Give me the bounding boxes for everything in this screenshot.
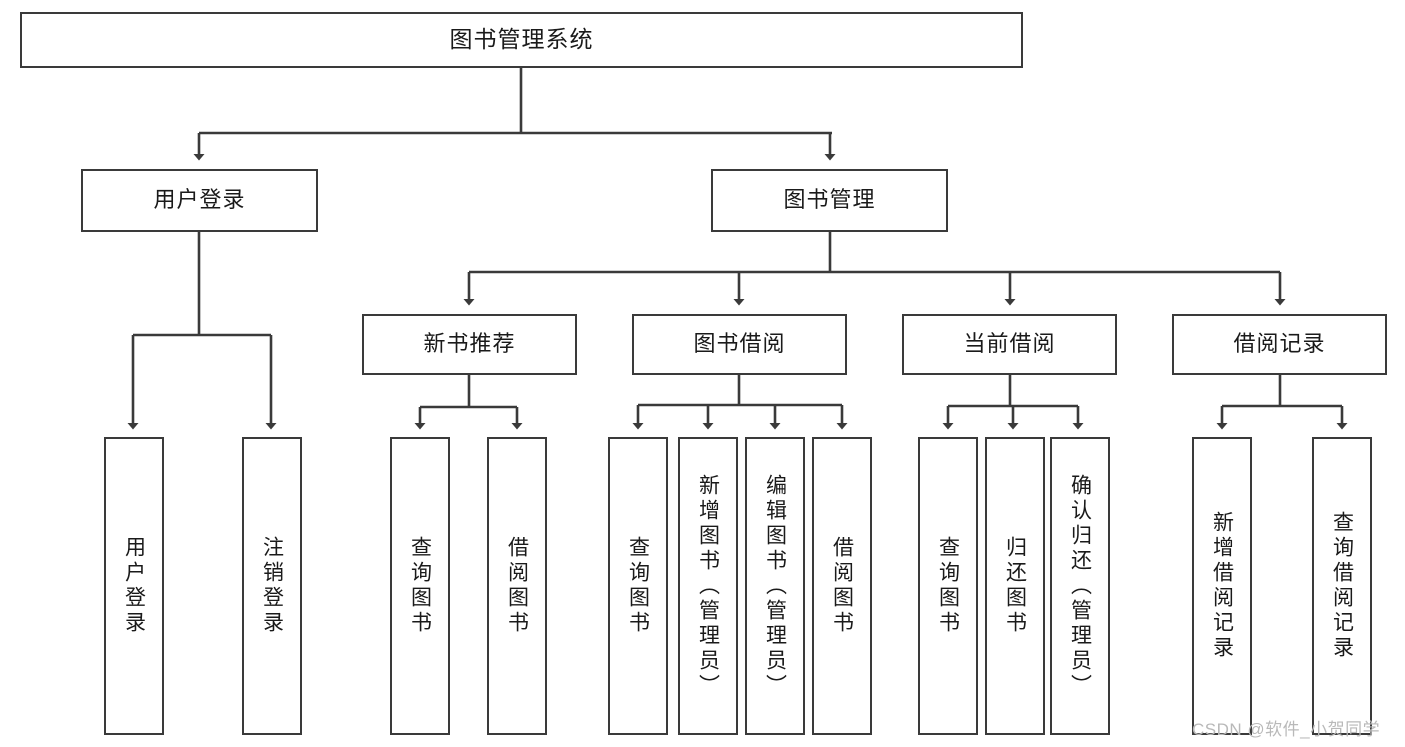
leaf-new-book-borrow-book[interactable]: 借阅图书 xyxy=(487,437,547,735)
node-book-borrow[interactable]: 图书借阅 xyxy=(632,314,847,375)
leaf-label: 查询图书 xyxy=(408,536,432,636)
node-current-borrow-label: 当前借阅 xyxy=(963,331,1056,357)
leaf-label: 新增借阅记录 xyxy=(1210,511,1234,661)
node-current-borrow[interactable]: 当前借阅 xyxy=(902,314,1117,375)
leaf-book-borrow-edit-book-admin[interactable]: 编辑图书（管理员） xyxy=(745,437,805,735)
leaf-label: 借阅图书 xyxy=(505,536,529,636)
node-new-book-recommend[interactable]: 新书推荐 xyxy=(362,314,577,375)
leaf-book-borrow-add-book-admin[interactable]: 新增图书（管理员） xyxy=(678,437,738,735)
leaf-label: 确认归还（管理员） xyxy=(1068,473,1092,699)
node-user-login[interactable]: 用户登录 xyxy=(81,169,318,232)
node-book-borrow-label: 图书借阅 xyxy=(693,331,786,357)
leaf-current-borrow-query-book[interactable]: 查询图书 xyxy=(918,437,978,735)
leaf-label: 归还图书 xyxy=(1003,536,1027,636)
leaf-user-login-logout[interactable]: 注销登录 xyxy=(242,437,302,735)
node-root-label: 图书管理系统 xyxy=(449,26,594,53)
leaf-label: 查询图书 xyxy=(626,536,650,636)
leaf-book-borrow-borrow-book[interactable]: 借阅图书 xyxy=(812,437,872,735)
leaf-label: 查询图书 xyxy=(936,536,960,636)
node-book-management[interactable]: 图书管理 xyxy=(711,169,948,232)
leaf-borrow-record-add-record[interactable]: 新增借阅记录 xyxy=(1192,437,1252,735)
node-root-library-system[interactable]: 图书管理系统 xyxy=(20,12,1023,68)
node-borrow-record-label: 借阅记录 xyxy=(1233,331,1326,357)
csdn-watermark: CSDN @软件_小贺同学 xyxy=(1192,720,1381,739)
node-book-management-label: 图书管理 xyxy=(783,187,876,213)
leaf-current-borrow-return-book[interactable]: 归还图书 xyxy=(985,437,1045,735)
leaf-label: 借阅图书 xyxy=(830,536,854,636)
leaf-label: 新增图书（管理员） xyxy=(696,473,720,699)
leaf-user-login-login[interactable]: 用户登录 xyxy=(104,437,164,735)
node-borrow-record[interactable]: 借阅记录 xyxy=(1172,314,1387,375)
leaf-label: 查询借阅记录 xyxy=(1330,511,1354,661)
leaf-label: 编辑图书（管理员） xyxy=(763,473,787,699)
node-user-login-label: 用户登录 xyxy=(153,187,246,213)
leaf-current-borrow-confirm-return-admin[interactable]: 确认归还（管理员） xyxy=(1050,437,1110,735)
leaf-label: 用户登录 xyxy=(122,536,146,636)
node-new-book-recommend-label: 新书推荐 xyxy=(423,331,516,357)
leaf-new-book-query-book[interactable]: 查询图书 xyxy=(390,437,450,735)
leaf-label: 注销登录 xyxy=(260,536,284,636)
leaf-book-borrow-query-book[interactable]: 查询图书 xyxy=(608,437,668,735)
leaf-borrow-record-query-record[interactable]: 查询借阅记录 xyxy=(1312,437,1372,735)
